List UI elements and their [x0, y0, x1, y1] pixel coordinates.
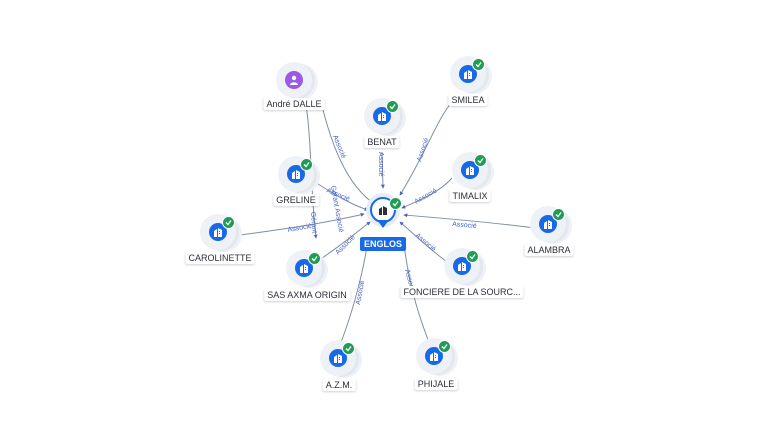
verified-check-icon: [222, 216, 235, 229]
verified-check-icon: [466, 250, 479, 263]
building-icon: [459, 65, 477, 83]
edge-andre-dalle-associe: [319, 97, 377, 206]
node-a2m[interactable]: [320, 340, 364, 384]
node-label[interactable]: CAROLINETTE: [185, 252, 255, 264]
verified-check-icon: [389, 197, 402, 210]
node-label[interactable]: PHIJALE: [414, 378, 458, 390]
node-alambra[interactable]: [530, 206, 574, 250]
node-timalix[interactable]: [452, 152, 496, 196]
node-label[interactable]: TIMALIX: [449, 190, 491, 202]
verified-check-icon: [300, 158, 313, 171]
edge-timalix: [401, 177, 453, 209]
building-icon: [539, 215, 557, 233]
edge-label: Associé: [331, 134, 347, 159]
verified-check-icon: [552, 208, 565, 221]
edge-label: Associé: [355, 280, 366, 305]
edge-label: Associé: [414, 232, 437, 253]
verified-check-icon: [472, 58, 485, 71]
node-greline[interactable]: [278, 156, 322, 200]
verified-check-icon: [386, 100, 399, 113]
node-andre-dalle[interactable]: [276, 62, 320, 106]
node-fonciere[interactable]: [444, 248, 488, 292]
building-icon: [425, 347, 443, 365]
edge-benat: [380, 151, 385, 189]
node-label[interactable]: GRELINE: [273, 194, 319, 206]
node-label[interactable]: André DALLE: [263, 98, 325, 110]
node-label[interactable]: A.Z.M.: [322, 379, 356, 391]
node-smilea[interactable]: [450, 56, 494, 100]
edge-greline: [314, 181, 369, 211]
node-label[interactable]: BENAT: [364, 136, 400, 148]
building-icon: [453, 257, 471, 275]
building-icon: [329, 349, 347, 367]
building-icon: [295, 259, 313, 277]
node-benat[interactable]: [364, 98, 408, 142]
edge-smilea: [399, 95, 459, 196]
edge-alambra: [403, 213, 535, 229]
node-label[interactable]: SMILEA: [448, 94, 488, 106]
pin-pointer-icon: [377, 220, 389, 228]
building-icon: [287, 165, 305, 183]
node-carolinette[interactable]: [200, 214, 244, 258]
verified-check-icon: [438, 340, 451, 353]
building-icon: [379, 206, 387, 215]
node-sas-axma-origin[interactable]: [286, 250, 330, 294]
edge-label: Associé: [452, 221, 477, 230]
verified-check-icon: [308, 252, 321, 265]
node-phijale[interactable]: [416, 338, 460, 382]
edge-label: Gérant: [309, 212, 317, 234]
edge-label: Associé: [414, 187, 439, 205]
edge-label: Associé: [416, 137, 430, 163]
building-icon: [373, 107, 391, 125]
verified-check-icon: [342, 342, 355, 355]
node-label[interactable]: ALAMBRA: [524, 244, 574, 256]
edge-label: Associé: [287, 223, 312, 234]
edge-label: Associé: [377, 152, 384, 177]
edge-label: Associé: [334, 234, 356, 256]
center-node[interactable]: [370, 197, 396, 223]
person-icon: [285, 71, 303, 89]
edge-sas-axma: [315, 221, 371, 263]
node-label[interactable]: SAS AXMA ORIGIN: [264, 289, 350, 301]
center-node-label[interactable]: ENGLOS: [359, 237, 407, 251]
edge-carolinette: [231, 212, 365, 237]
building-icon: [461, 161, 479, 179]
building-icon: [209, 223, 227, 241]
verified-check-icon: [474, 154, 487, 167]
node-label[interactable]: FONCIERE DE LA SOURC...: [400, 286, 524, 298]
